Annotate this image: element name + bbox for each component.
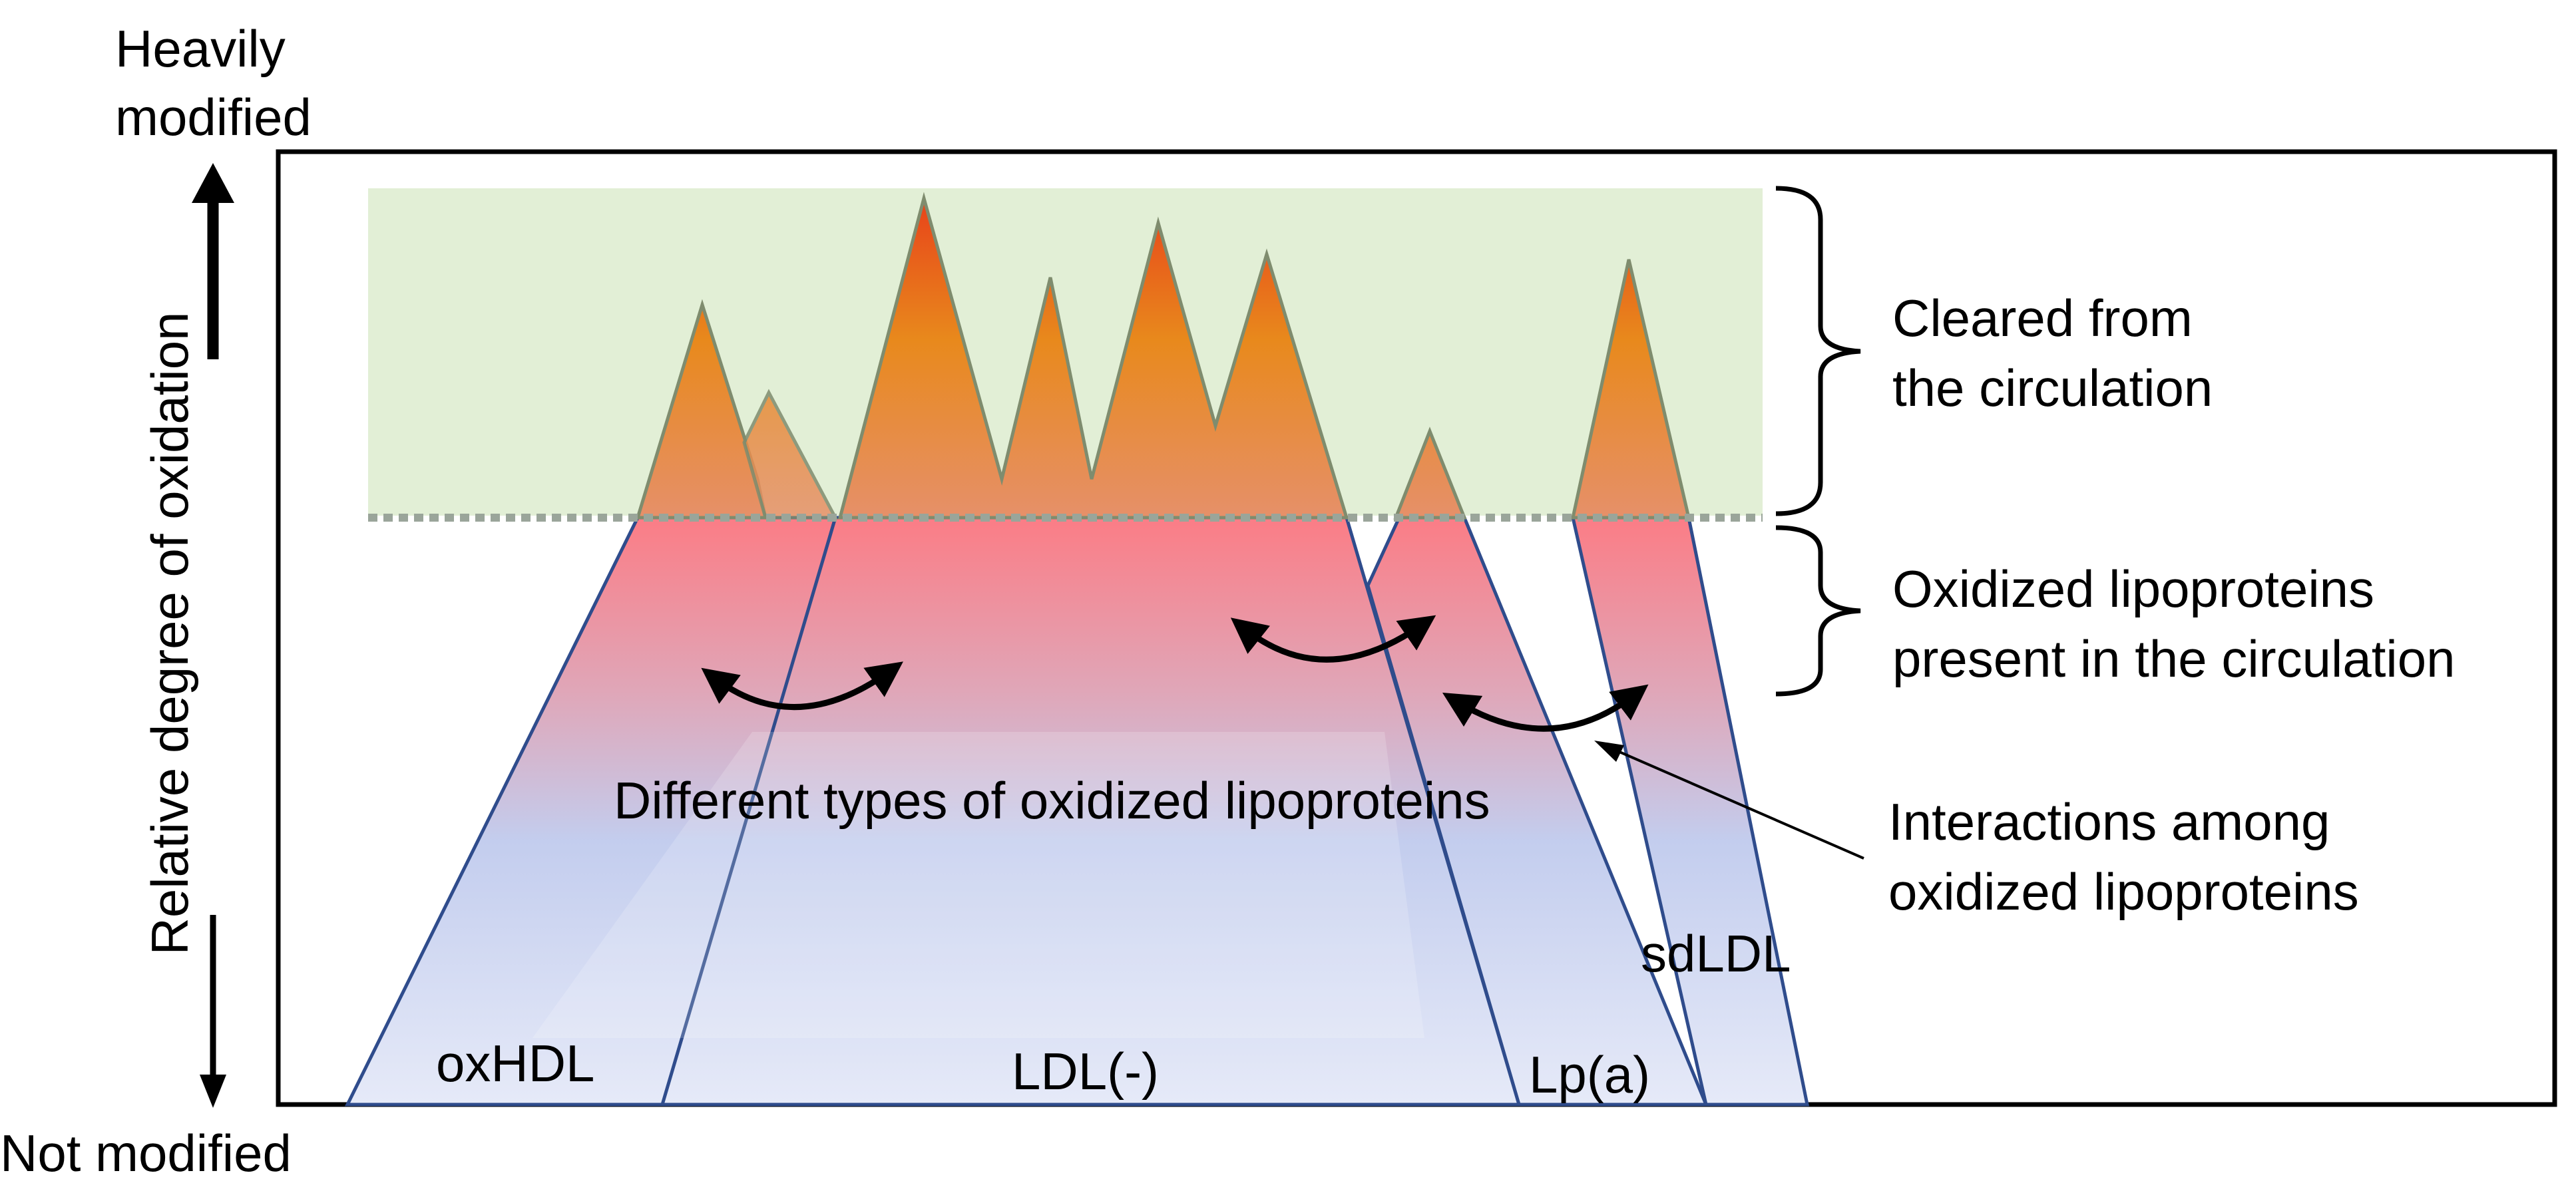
interaction-arrow-1 <box>701 661 903 710</box>
oxidation-peaks <box>635 192 1691 520</box>
down-arrow-head <box>200 1075 226 1108</box>
cleared-label-line2: the circulation <box>1892 359 2213 417</box>
bottom-label: Not modified <box>0 1124 292 1182</box>
present-label-line1: Oxidized lipoproteins <box>1892 560 2374 618</box>
interactions-pointer-head <box>1594 741 1624 762</box>
interactions-pointer-line <box>1604 744 1864 860</box>
label-lpa: Lp(a) <box>1529 1045 1650 1104</box>
interactions-label-line2: oxidized lipoproteins <box>1888 862 2359 921</box>
up-arrow-head <box>192 163 234 203</box>
cleared-brace <box>1775 186 1861 516</box>
interaction-arrows <box>701 615 1649 732</box>
interaction-arrow-2 <box>1230 615 1436 663</box>
label-oxhdl: oxHDL <box>436 1034 594 1093</box>
y-axis-label: Relative degree of oxidation <box>140 312 199 955</box>
present-label-line2: present in the circulation <box>1892 629 2455 688</box>
top-label-line1: Heavily <box>115 19 286 78</box>
present-brace <box>1775 525 1861 697</box>
label-sdldl: sdLDL <box>1641 924 1791 983</box>
peak-ldl-cluster <box>837 192 1349 520</box>
top-label-line2: modified <box>115 88 312 146</box>
label-ldl-minus: LDL(-) <box>1012 1042 1159 1101</box>
interactions-label-line1: Interactions among <box>1888 792 2330 851</box>
interaction-arrow-3 <box>1442 684 1649 732</box>
inner-highlight <box>533 732 1424 1038</box>
center-label: Different types of oxidized lipoproteins <box>614 771 1490 830</box>
cleared-label-line1: Cleared from <box>1892 289 2193 347</box>
